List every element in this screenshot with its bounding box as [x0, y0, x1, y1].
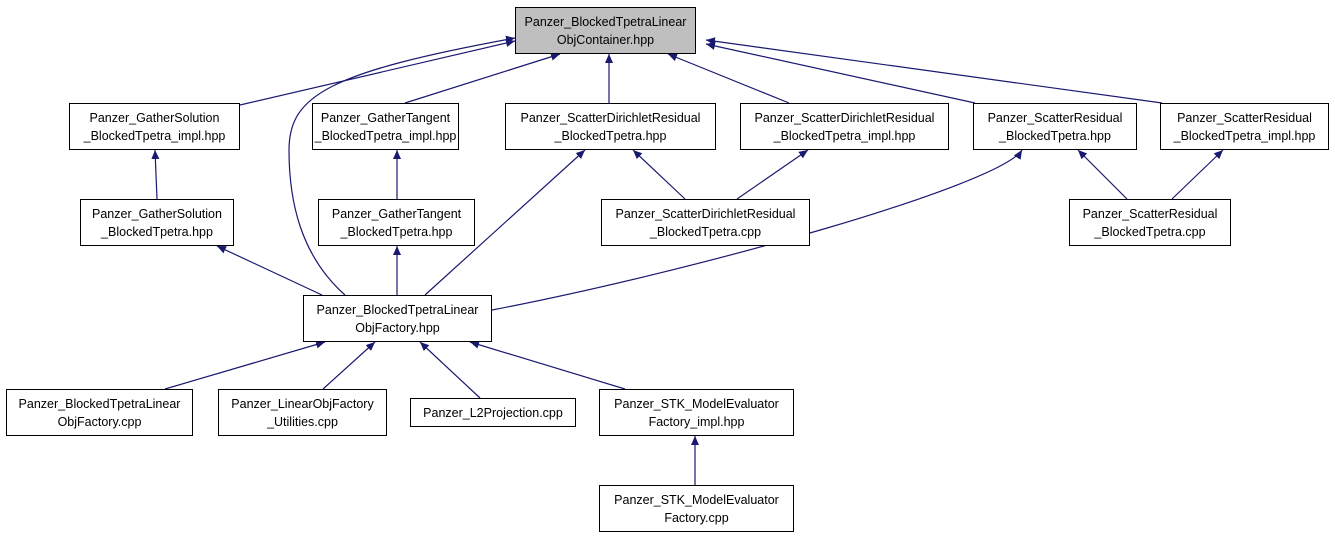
- node-line: Panzer_GatherTangent: [320, 110, 451, 125]
- edge-scatter-residual-cpp-to-scatter-residual-impl: [1171, 149, 1224, 200]
- node-line: Panzer_ScatterResidual: [1082, 206, 1218, 221]
- edge-factory-hpp-to-gather-solution-hpp: [216, 245, 323, 296]
- node-line: Panzer_GatherSolution: [89, 110, 220, 125]
- node-line: Panzer_ScatterResidual: [987, 110, 1123, 125]
- node-line: Factory.cpp: [664, 510, 729, 525]
- node-linearobjfactory-utilities-cpp[interactable]: Panzer_LinearObjFactory _Utilities.cpp: [218, 389, 387, 436]
- node-line: ObjFactory.hpp: [355, 320, 440, 335]
- node-line: Panzer_BlockedTpetraLinear: [524, 14, 687, 29]
- edge-gather-tangent-impl-to-root: [404, 52, 561, 104]
- node-line: _BlockedTpetra.hpp: [340, 224, 453, 239]
- edge-factory-utilities-to-factory-hpp: [322, 341, 376, 390]
- node-line: _BlockedTpetra_impl.hpp: [314, 128, 457, 143]
- edge-scatter-dirichlet-cpp-to-scatter-dirichlet-impl: [736, 149, 809, 200]
- node-line: ObjFactory.cpp: [57, 414, 142, 429]
- edge-factory-hpp-to-scatter-dirichlet-hpp: [424, 149, 586, 296]
- node-scatterdirichletresidual-blockedtpetra-cpp[interactable]: Panzer_ScatterDirichletResidual _Blocked…: [601, 199, 810, 246]
- node-line: Panzer_ScatterResidual: [1177, 110, 1312, 125]
- edge-factory-cpp-to-factory-hpp: [164, 340, 326, 390]
- node-line: _BlockedTpetra_impl.hpp: [83, 128, 226, 143]
- edge-gather-solution-hpp-to-gather-solution-impl: [151, 149, 160, 200]
- node-line: _BlockedTpetra_impl.hpp: [1173, 128, 1316, 143]
- node-scatterdirichletresidual-blockedtpetra-impl-hpp[interactable]: Panzer_ScatterDirichletResidual _Blocked…: [740, 103, 949, 150]
- node-line: ObjContainer.hpp: [556, 32, 655, 47]
- node-line: Panzer_L2Projection.cpp: [423, 405, 563, 420]
- node-blockedtpetralinear-objcontainer-hpp: Panzer_BlockedTpetraLinear ObjContainer.…: [515, 7, 696, 54]
- node-gathersolution-blockedtpetra-impl-hpp[interactable]: Panzer_GatherSolution _BlockedTpetra_imp…: [69, 103, 240, 150]
- edge-scatter-residual-hpp-to-root: [705, 42, 976, 104]
- node-line: _BlockedTpetra_impl.hpp: [773, 128, 916, 143]
- node-line: Factory_impl.hpp: [648, 414, 745, 429]
- node-line: _BlockedTpetra.cpp: [1094, 224, 1206, 239]
- node-gathersolution-blockedtpetra-hpp[interactable]: Panzer_GatherSolution _BlockedTpetra.hpp: [80, 199, 234, 246]
- node-line: Panzer_STK_ModelEvaluator: [614, 492, 779, 507]
- node-scatterresidual-blockedtpetra-hpp[interactable]: Panzer_ScatterResidual _BlockedTpetra.hp…: [973, 103, 1137, 150]
- node-line: _Utilities.cpp: [267, 414, 338, 429]
- node-scatterresidual-blockedtpetra-impl-hpp[interactable]: Panzer_ScatterResidual _BlockedTpetra_im…: [1160, 103, 1329, 150]
- node-line: Panzer_LinearObjFactory: [231, 396, 374, 411]
- node-gathertangent-blockedtpetra-hpp[interactable]: Panzer_GatherTangent _BlockedTpetra.hpp: [318, 199, 475, 246]
- node-line: Panzer_STK_ModelEvaluator: [614, 396, 779, 411]
- edge-factory-hpp-to-scatter-residual-hpp: [491, 149, 1023, 311]
- edge-gather-solution-impl-to-root: [239, 39, 516, 106]
- node-stk-modelevaluator-factory-impl-hpp[interactable]: Panzer_STK_ModelEvaluator Factory_impl.h…: [599, 389, 794, 436]
- node-line: Panzer_GatherTangent: [331, 206, 462, 221]
- node-line: _BlockedTpetra.hpp: [101, 224, 213, 239]
- node-line: Panzer_GatherSolution: [92, 206, 222, 221]
- edge-scatter-dirichlet-cpp-to-scatter-dirichlet-hpp: [632, 149, 686, 200]
- node-line: _BlockedTpetra.cpp: [649, 224, 762, 239]
- node-line: Panzer_ScatterDirichletResidual: [520, 110, 701, 125]
- node-blockedtpetralinear-objfactory-cpp[interactable]: Panzer_BlockedTpetraLinear ObjFactory.cp…: [6, 389, 193, 436]
- node-line: Panzer_ScatterDirichletResidual: [615, 206, 796, 221]
- edge-scatter-residual-cpp-to-scatter-residual-hpp: [1077, 149, 1128, 200]
- edge-l2projection-to-factory-hpp: [419, 341, 481, 399]
- edge-scatter-dirichlet-impl-to-root: [667, 53, 790, 104]
- node-gathertangent-blockedtpetra-impl-hpp[interactable]: Panzer_GatherTangent _BlockedTpetra_impl…: [312, 103, 459, 150]
- node-line: Panzer_BlockedTpetraLinear: [18, 396, 181, 411]
- node-scatterresidual-blockedtpetra-cpp[interactable]: Panzer_ScatterResidual _BlockedTpetra.cp…: [1069, 199, 1231, 246]
- node-stk-modelevaluator-factory-cpp[interactable]: Panzer_STK_ModelEvaluator Factory.cpp: [599, 485, 794, 532]
- edge-factory-hpp-to-root: [288, 35, 516, 296]
- node-line: _BlockedTpetra.hpp: [554, 128, 667, 143]
- node-line: Panzer_BlockedTpetraLinear: [316, 302, 479, 317]
- node-line: Panzer_ScatterDirichletResidual: [754, 110, 935, 125]
- node-line: _BlockedTpetra.hpp: [999, 128, 1111, 143]
- node-scatterdirichletresidual-blockedtpetra-hpp[interactable]: Panzer_ScatterDirichletResidual _Blocked…: [505, 103, 716, 150]
- node-blockedtpetralinear-objfactory-hpp[interactable]: Panzer_BlockedTpetraLinear ObjFactory.hp…: [303, 295, 492, 342]
- edge-model-eval-impl-to-factory-hpp: [469, 340, 626, 390]
- edges-layer: [151, 35, 1224, 485]
- edge-scatter-residual-impl-to-root: [705, 37, 1163, 104]
- node-l2projection-cpp[interactable]: Panzer_L2Projection.cpp: [410, 398, 576, 427]
